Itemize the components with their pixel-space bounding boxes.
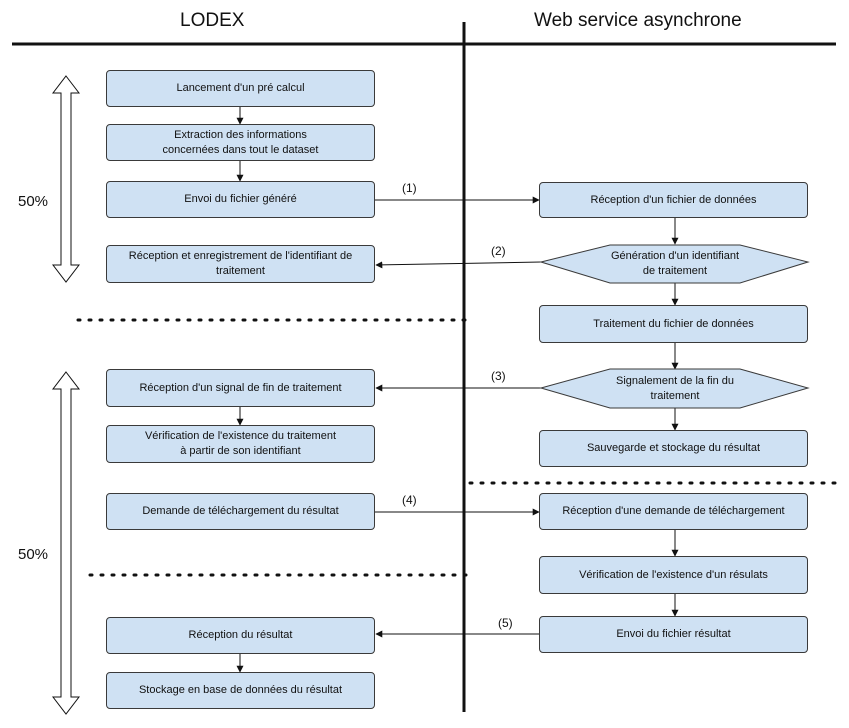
lodex-box-extraction: Extraction des informations concernées d…	[106, 124, 375, 161]
lodex-box-receive-result: Réception du résultat	[106, 617, 375, 654]
double-arrow-bottom	[51, 371, 81, 715]
ws-hexagon-4	[539, 368, 810, 409]
ws-box-process-file: Traitement du fichier de données	[539, 305, 808, 343]
top-percentage: 50%	[18, 193, 49, 210]
ws-box-verify-result: Vérification de l'existence d'un résulat…	[539, 556, 808, 594]
message-arrow-2	[375, 261, 542, 269]
lodex-box-store-result: Stockage en base de données du résultat	[106, 672, 375, 709]
lodex-box-receive-id: Réception et enregistrement de l'identif…	[106, 245, 375, 283]
double-arrow-top	[51, 75, 81, 283]
message-label-5: (5)	[498, 616, 513, 630]
ws-box-send-result: Envoi du fichier résultat	[539, 616, 808, 653]
web-service-header: Web service asynchrone	[534, 10, 742, 31]
lodex-box-download-request: Demande de téléchargement du résultat	[106, 493, 375, 530]
bottom-percentage: 50%	[18, 546, 49, 563]
ws-box-save-result: Sauvegarde et stockage du résultat	[539, 430, 808, 467]
message-label-3: (3)	[491, 369, 506, 383]
message-label-1: (1)	[402, 181, 417, 195]
message-label-2: (2)	[491, 244, 506, 258]
lodex-box-end-signal: Réception d'un signal de fin de traiteme…	[106, 369, 375, 407]
lodex-box-precalc: Lancement d'un pré calcul	[106, 70, 375, 107]
ws-box-receive-download-request: Réception d'une demande de téléchargemen…	[539, 493, 808, 530]
ws-box-receive-file: Réception d'un fichier de données	[539, 182, 808, 218]
lodex-header: LODEX	[180, 10, 245, 31]
ws-hexagon-2	[539, 244, 810, 284]
lodex-box-verify-treatment: Vérification de l'existence du traitemen…	[106, 425, 375, 463]
message-label-4: (4)	[402, 493, 417, 507]
lodex-box-send-file: Envoi du fichier généré	[106, 181, 375, 218]
